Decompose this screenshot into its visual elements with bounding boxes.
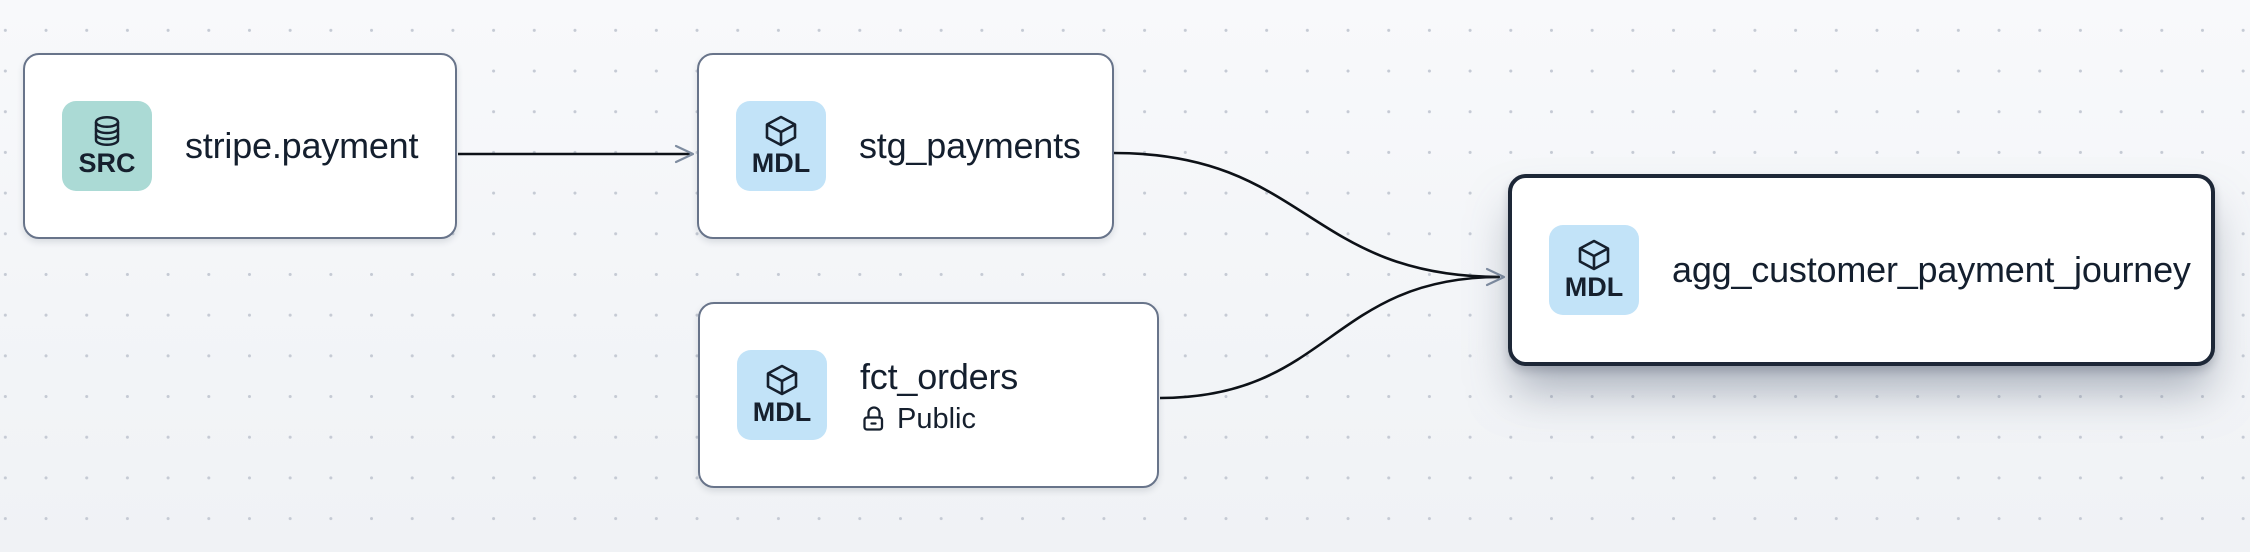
node-title: agg_customer_payment_journey [1672,249,2191,291]
node-stg-payments[interactable]: MDL stg_payments [697,53,1114,239]
node-fct-orders[interactable]: MDL fct_orders Public [698,302,1159,488]
node-title: stripe.payment [185,125,419,167]
cube-icon [766,364,798,396]
arrowhead-icon [1485,267,1506,287]
lock-open-icon [863,406,884,431]
node-type-badge-mdl: MDL [736,101,826,191]
cube-icon [765,115,797,147]
database-icon [94,115,120,147]
cube-icon [1578,239,1610,271]
node-stripe-payment[interactable]: SRC stripe.payment [23,53,457,239]
badge-label: MDL [751,148,811,178]
node-type-badge-mdl: MDL [1549,225,1639,315]
arrowhead-icon [674,144,695,164]
edge-fct-orders-to-agg[interactable] [1159,275,1501,400]
badge-label: MDL [752,397,812,427]
node-agg-customer-payment-journey[interactable]: MDL agg_customer_payment_journey [1508,174,2215,366]
edge-stg-payments-to-agg[interactable] [1113,151,1501,279]
badge-label: SRC [78,148,136,178]
node-title: stg_payments [859,125,1081,167]
node-title: fct_orders [860,356,1019,398]
badge-label: MDL [1564,272,1624,302]
node-type-badge-src: SRC [62,101,152,191]
visibility-row: Public [860,402,1018,435]
visibility-label: Public [897,402,976,435]
node-type-badge-mdl: MDL [737,350,827,440]
